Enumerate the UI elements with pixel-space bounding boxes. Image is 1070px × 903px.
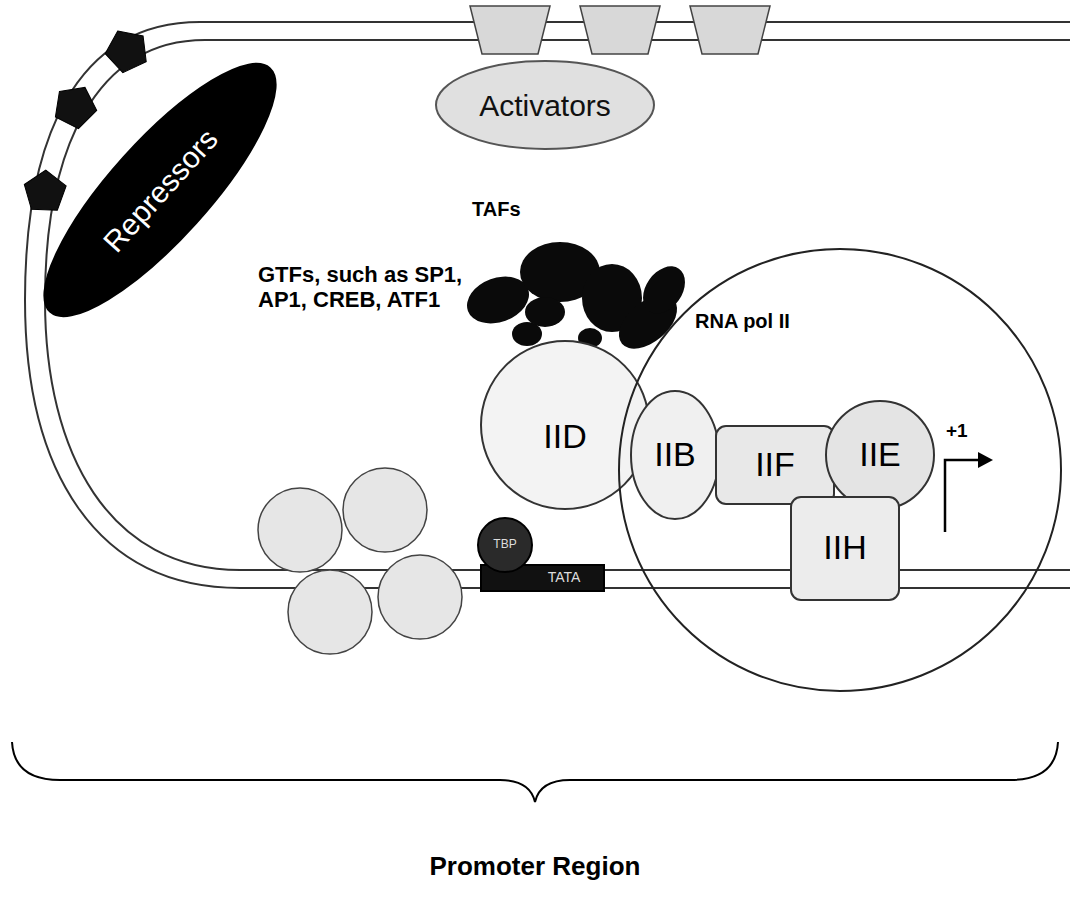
- node-text: RNA pol II: [695, 310, 790, 332]
- node-label: TBP: [493, 538, 516, 551]
- binding-site: [17, 165, 69, 218]
- node-outline: [478, 518, 532, 572]
- binding-site: [580, 6, 660, 54]
- binding-site: [690, 6, 770, 54]
- node-label: Activators: [479, 89, 611, 122]
- node-text: Activators: [435, 60, 655, 150]
- node-label: IID: [543, 418, 586, 455]
- factor-ellipse: IIB: [630, 390, 720, 520]
- factor-circle: IIE: [825, 400, 935, 510]
- gtf-circle: [343, 468, 427, 552]
- group-label: TAFs: [472, 198, 521, 221]
- binding-site: [470, 6, 550, 54]
- node-outline: [619, 249, 1061, 691]
- tbp-circle: TBP: [477, 517, 533, 573]
- node-outline: [826, 401, 934, 509]
- node-outline: [716, 426, 834, 504]
- node-text: IIF: [715, 425, 835, 505]
- node-label: IIH: [823, 529, 866, 566]
- arrow-head: [978, 452, 993, 468]
- node-text: IID: [480, 352, 650, 522]
- node-outline: [791, 497, 899, 600]
- polymerase-circle: RNA pol II IIB IIF IIE IIH: [618, 248, 1062, 692]
- activator-sites: [470, 6, 770, 54]
- bracket: [12, 742, 1058, 802]
- arrow-line: [945, 460, 980, 532]
- factor-box: IIH: [790, 496, 900, 601]
- gtf-circle: [258, 488, 342, 572]
- node-label: IIB: [654, 436, 696, 473]
- binding-site: [45, 77, 103, 135]
- node-text: TBP: [477, 517, 533, 573]
- node-label: RNA pol II: [695, 310, 790, 332]
- node-outline: [436, 61, 654, 149]
- node-text: IIH: [790, 496, 900, 601]
- node-outline: [631, 391, 719, 519]
- region-label: Promoter Region: [430, 852, 641, 882]
- gtf-circles: [258, 468, 462, 654]
- binding-site: [99, 22, 154, 76]
- group-label: GTFs, such as SP1, AP1, CREB, ATF1: [258, 262, 473, 313]
- factor-box: IIF: [715, 425, 835, 505]
- node-text: IIE: [825, 400, 935, 510]
- taf-blob: [525, 297, 565, 327]
- gtf-circle: [288, 570, 372, 654]
- node-label: TATA: [548, 570, 581, 585]
- start-site-arrow: [945, 452, 993, 532]
- gtf-circle: [378, 555, 462, 639]
- callout-number: +1: [946, 420, 968, 442]
- node-text: IIB: [630, 390, 720, 520]
- node-label: Repressors: [96, 122, 223, 258]
- node-label: IIE: [859, 436, 901, 473]
- node-label: IIF: [755, 446, 795, 483]
- node-outline: [481, 341, 649, 509]
- activator-ellipse: Activators: [435, 60, 655, 150]
